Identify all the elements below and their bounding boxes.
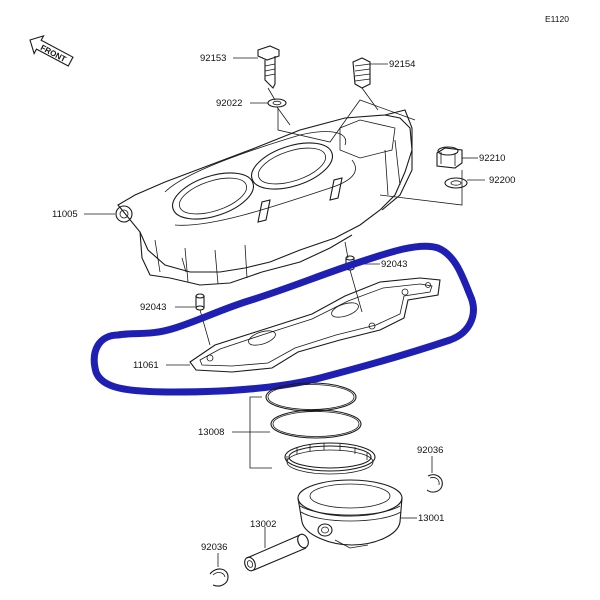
part-label-92210: 92210 (479, 153, 505, 164)
diagram-reference-code: E1120 (545, 14, 569, 24)
gasket-highlight-outline (90, 242, 477, 396)
part-label-13008: 13008 (198, 427, 224, 438)
stud-92154 (352, 57, 379, 111)
circlip-92036-right (426, 474, 443, 493)
part-label-92153: 92153 (200, 53, 226, 64)
part-label-11005: 11005 (52, 209, 78, 220)
cylinder-block-11005 (115, 109, 413, 286)
part-label-92036-right: 92036 (417, 445, 443, 456)
part-label-92022: 92022 (216, 98, 242, 109)
piston-rings-13008 (265, 382, 376, 475)
piston-13001 (297, 479, 403, 549)
washer-92022 (267, 98, 291, 126)
part-label-13001: 13001 (418, 513, 444, 524)
part-label-92154: 92154 (389, 59, 415, 70)
washer-92200 (444, 177, 468, 189)
front-direction-arrow-icon: FRONT (29, 34, 74, 67)
part-label-92200: 92200 (489, 175, 515, 186)
piston-pin-13002 (244, 533, 309, 572)
bolt-92153 (257, 45, 280, 101)
part-label-13002: 13002 (250, 519, 276, 530)
part-label-92036-left: 92036 (201, 542, 227, 553)
part-label-92043-left: 92043 (140, 302, 166, 313)
circlip-92036-left (209, 568, 229, 587)
part-label-92043-top: 92043 (381, 259, 407, 270)
part-label-11061: 11061 (133, 360, 159, 371)
nut-92210 (436, 146, 463, 169)
gasket-11061 (189, 277, 441, 373)
